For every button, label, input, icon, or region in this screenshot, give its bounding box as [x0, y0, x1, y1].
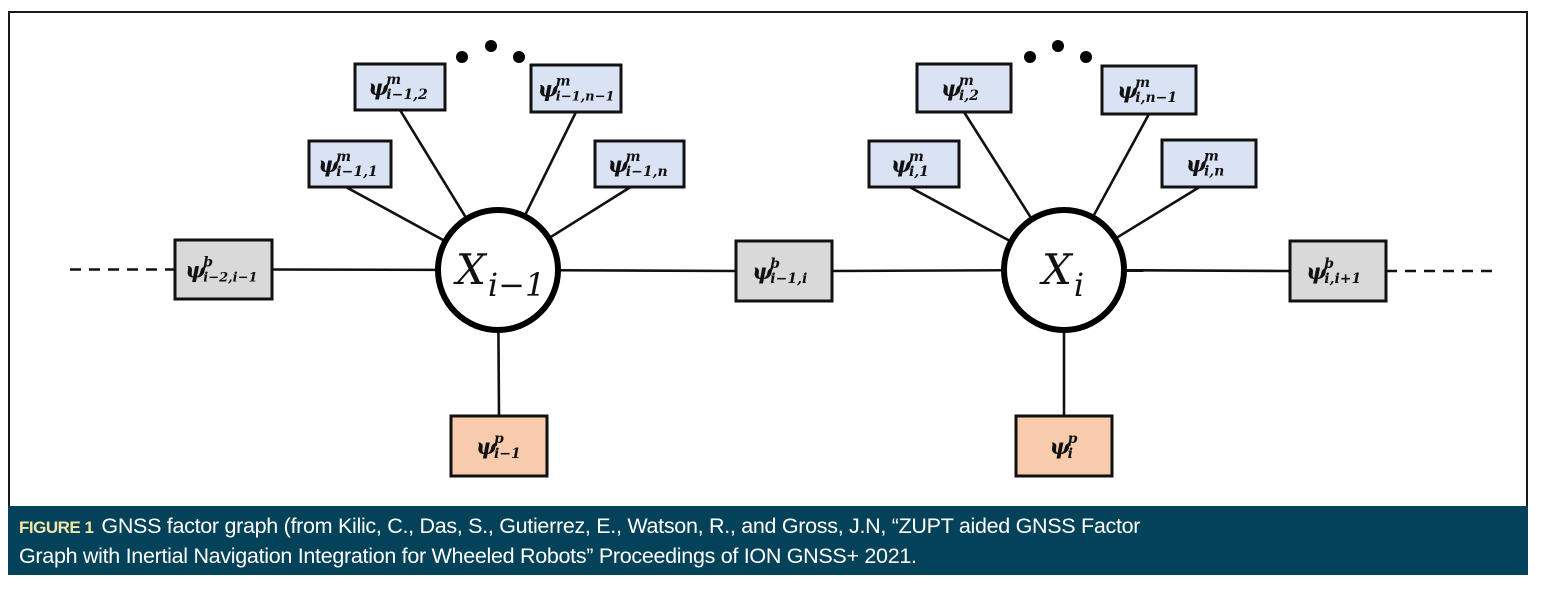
factor-label: ψ [1186, 152, 1208, 178]
factor-superscript: p [494, 431, 504, 447]
factor-box [915, 62, 1013, 114]
factor-measurement-m_curr_1: ψmi,1 [867, 139, 961, 189]
factor-subscript: i−1,1 [336, 164, 377, 180]
caption-line-2: Graph with Inertial Navigation Integrati… [19, 544, 917, 568]
factor-subscript: i,n−1 [1135, 90, 1177, 106]
factor-measurement-m_curr_2: ψmi,2 [915, 62, 1013, 114]
factor-subscript: i−1,2 [386, 87, 428, 103]
factor-superscript: b [1324, 256, 1334, 272]
edge-m_curr_n-x_curr [1114, 185, 1201, 240]
factor-box [173, 238, 274, 301]
factor-label: ψ [1306, 259, 1328, 285]
edge-m_curr_n1-x_curr [1091, 113, 1151, 218]
factor-subscript: i,i+1 [1324, 271, 1361, 287]
edge-m_curr_1-x_curr [908, 185, 1012, 243]
factor-superscript: m [959, 73, 974, 89]
factor-superscript: m [1135, 75, 1150, 91]
factor-measurement-m_prev_n1: ψmi−1,n−1 [529, 63, 623, 114]
factor-label: ψ [1117, 78, 1139, 104]
factor-box [593, 139, 686, 189]
factor-subscript: i,1 [909, 164, 929, 180]
factor-box [449, 414, 549, 478]
factor-superscript: m [909, 149, 924, 165]
factor-prior-p_prev: ψpi−1 [449, 414, 549, 478]
edge-m_prev_n1-x_prev [523, 111, 578, 217]
caption-line-1: GNSS factor graph (from Kilic, C., Das, … [101, 514, 1141, 538]
factor-label: ψ [891, 152, 913, 178]
factor-box [734, 239, 834, 303]
factor-box [1100, 64, 1198, 116]
factor-measurement-m_curr_n1: ψmi,n−1 [1100, 64, 1198, 116]
factor-subscript: i−1,n−1 [556, 90, 615, 105]
factor-subscript: i,2 [959, 88, 979, 104]
factor-box [353, 62, 447, 112]
factor-superscript: m [336, 149, 351, 165]
ellipsis-dot [456, 51, 468, 63]
variable-node-x_curr: Xi [1001, 207, 1127, 333]
ellipsis-dot [1080, 51, 1092, 63]
edge-m_curr_2-x_curr [962, 111, 1034, 220]
factor-prior-p_curr: ψpi [1014, 414, 1114, 478]
factor-measurement-m_prev_2: ψmi−1,2 [353, 62, 447, 112]
factor-subscript: i−1,n [626, 164, 668, 180]
ellipsis-dot [1052, 40, 1064, 52]
ellipsis-dot [513, 51, 525, 63]
factor-subscript: i−1,i [770, 271, 807, 287]
factor-subscript: i−2,i−1 [203, 271, 257, 286]
factor-label: ψ [941, 76, 963, 102]
edge-m_prev_n-x_prev [548, 185, 632, 240]
edge-m_prev_1-x_prev [345, 185, 446, 243]
edge-m_prev_2-x_prev [398, 109, 468, 220]
factor-box [867, 139, 961, 189]
factor-measurement-m_prev_n: ψmi−1,n [593, 139, 686, 189]
factor-measurement-m_prev_1: ψmi−1,1 [307, 139, 393, 189]
edge-b_prev_curr-x_prev [557, 268, 737, 273]
factor-measurement-m_curr_n: ψmi,n [1160, 138, 1258, 189]
factor-label: ψ [538, 77, 560, 103]
factor-superscript: b [203, 255, 213, 271]
edge-b_prev_curr-x_curr [831, 268, 1005, 273]
factor-superscript: m [556, 74, 571, 90]
factor-box [1160, 138, 1258, 189]
edge-p_prev-x_prev [497, 329, 501, 417]
factor-box [529, 63, 623, 114]
variable-label: Xi−1 [453, 245, 545, 304]
factor-label: ψ [368, 75, 390, 101]
factor-subscript: i [1068, 446, 1073, 462]
factor-label: ψ [1050, 434, 1072, 460]
factor-label: ψ [318, 152, 340, 178]
ellipsis-dot [1024, 51, 1036, 63]
factor-between-b_prev_prev: ψbi−2,i−1 [173, 238, 274, 301]
factor-label: ψ [185, 258, 207, 284]
factor-box [1014, 414, 1114, 478]
factor-between-b_prev_curr: ψbi−1,i [734, 239, 834, 303]
variable-circle [1001, 207, 1127, 333]
factor-subscript: i,n [1204, 164, 1224, 180]
figure-label: FIGURE 1 [19, 518, 94, 537]
factor-box [1288, 239, 1388, 303]
factor-box [307, 139, 393, 189]
factor-subscript: i−1 [494, 446, 521, 462]
factor-label: ψ [752, 259, 774, 285]
edge-b_curr_next-x_curr [1123, 268, 1291, 273]
variable-node-x_prev: Xi−1 [435, 207, 561, 333]
factor-superscript: m [1204, 149, 1219, 165]
factor-label: ψ [608, 152, 630, 178]
factor-superscript: m [626, 149, 641, 165]
factor-label: ψ [476, 434, 498, 460]
factor-superscript: p [1068, 431, 1078, 447]
factor-between-b_curr_next: ψbi,i+1 [1288, 239, 1388, 303]
ellipsis-dot [485, 40, 497, 52]
figure-caption: FIGURE 1 GNSS factor graph (from Kilic, C… [8, 506, 1528, 575]
factor-superscript: m [386, 72, 401, 88]
factor-superscript: b [770, 256, 780, 272]
variable-circle [435, 207, 561, 333]
